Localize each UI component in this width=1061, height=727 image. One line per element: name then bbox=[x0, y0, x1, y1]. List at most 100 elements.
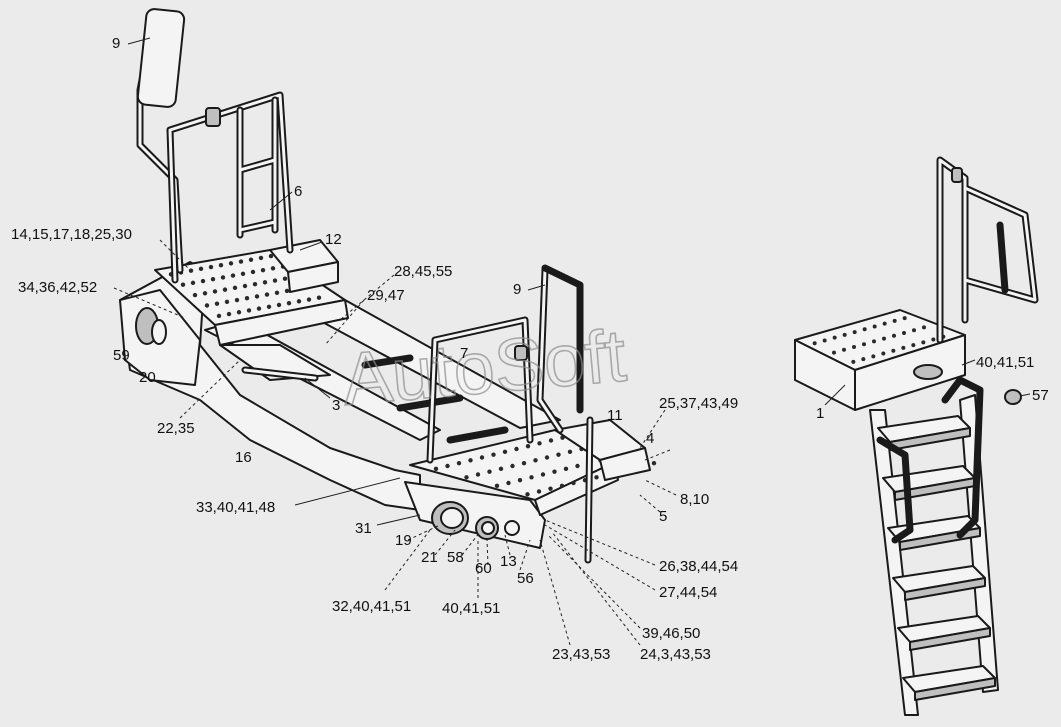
right-step-platform bbox=[409, 419, 657, 516]
perforation-hole bbox=[218, 263, 224, 268]
ladder-handrail bbox=[936, 156, 1039, 344]
callout-33-40-41-48: 33,40,41,48 bbox=[196, 499, 275, 516]
perforation-hole bbox=[502, 449, 508, 455]
callout-32-40-41-51: 32,40,41,51 bbox=[332, 598, 411, 615]
perforation-hole bbox=[931, 337, 936, 342]
perforation-hole bbox=[238, 259, 244, 264]
perforation-hole bbox=[529, 475, 534, 480]
slat-1 bbox=[361, 354, 414, 369]
perforation-hole bbox=[842, 332, 847, 337]
perforation-hole bbox=[548, 438, 554, 443]
perforation-hole bbox=[220, 275, 226, 280]
perforation-hole bbox=[479, 455, 485, 460]
perforation-hole bbox=[236, 310, 242, 315]
right-grab-handle-in bbox=[428, 318, 532, 462]
perforation-hole bbox=[544, 455, 550, 460]
callout-57: 57 bbox=[1032, 387, 1049, 404]
perforation-hole bbox=[264, 292, 270, 297]
perforation-hole bbox=[494, 483, 500, 489]
perforation-hole bbox=[316, 295, 322, 300]
perforation-hole bbox=[559, 483, 565, 489]
perforation-hole bbox=[242, 283, 248, 289]
perforation-hole bbox=[188, 268, 194, 273]
perforation-hole bbox=[180, 282, 186, 287]
ladder-handrail-inner bbox=[996, 221, 1009, 294]
callout-21: 21 bbox=[421, 549, 438, 566]
perforation-hole bbox=[525, 492, 530, 497]
perforation-hole bbox=[832, 350, 836, 355]
callout-9-right: 9 bbox=[513, 281, 521, 298]
perforation-hole bbox=[510, 463, 515, 469]
callout-28-45-55: 28,45,55 bbox=[394, 263, 452, 280]
perforation-hole bbox=[456, 460, 462, 466]
callout-27-44-54: 27,44,54 bbox=[659, 584, 717, 601]
perforation-hole bbox=[911, 343, 916, 348]
callout-34-36-42-52: 34,36,42,52 bbox=[18, 279, 97, 296]
perforation-hole bbox=[212, 289, 218, 294]
left-grab-handle-in bbox=[168, 93, 292, 282]
ladder-nut bbox=[1004, 389, 1022, 405]
callout-20: 20 bbox=[139, 369, 156, 386]
perforation-hole bbox=[260, 267, 266, 273]
perforation-hole bbox=[517, 477, 523, 483]
perforation-hole bbox=[506, 480, 511, 486]
perforation-hole bbox=[200, 278, 206, 284]
right-mirror-arm-in bbox=[538, 268, 562, 432]
callout-24-3-43-53: 24,3,43,53 bbox=[640, 646, 711, 663]
left-ladder-rail-in bbox=[238, 98, 277, 237]
right-handrail-group bbox=[426, 264, 594, 564]
callout-3: 3 bbox=[332, 397, 340, 414]
callout-16: 16 bbox=[235, 449, 252, 466]
perforation-hole bbox=[901, 345, 906, 350]
ladder-side-handle-left bbox=[876, 436, 914, 544]
callout-9-left: 9 bbox=[112, 35, 120, 52]
callout-14-15-17-18-25-30: 14,15,17,18,25,30 bbox=[11, 226, 132, 243]
perforation-hole bbox=[498, 466, 504, 472]
bumper-assembly bbox=[119, 261, 561, 549]
step-box-side bbox=[287, 261, 339, 293]
perforation-hole bbox=[433, 466, 439, 472]
perforation-hole bbox=[445, 463, 450, 469]
perforation-hole bbox=[208, 264, 214, 270]
callout-31: 31 bbox=[355, 520, 372, 537]
right-antenna-post-in bbox=[586, 418, 592, 562]
perforation-hole bbox=[514, 446, 519, 452]
callout-25-37-43-49: 25,37,43,49 bbox=[659, 395, 738, 412]
perforation-hole bbox=[192, 292, 198, 298]
perforation-hole bbox=[272, 278, 278, 283]
perforation-hole bbox=[892, 318, 897, 323]
perforation-hole bbox=[284, 288, 290, 294]
callout-4: 4 bbox=[646, 430, 654, 447]
perforation-hole bbox=[210, 277, 216, 282]
ladder-tread-edge bbox=[909, 627, 991, 651]
perforation-hole bbox=[536, 489, 542, 494]
callout-8-10: 8,10 bbox=[680, 491, 709, 508]
perforation-hole bbox=[556, 452, 561, 457]
perforation-hole bbox=[286, 300, 292, 306]
callout-60: 60 bbox=[475, 560, 492, 577]
perforation-hole bbox=[250, 269, 256, 275]
left-step-platform bbox=[154, 239, 349, 346]
perforation-hole bbox=[491, 452, 496, 457]
tie-rod-inner bbox=[243, 368, 317, 380]
left-rail-cap bbox=[205, 107, 221, 127]
perforation-hole bbox=[822, 338, 827, 343]
perforation-hole bbox=[540, 472, 546, 477]
perforation-hole bbox=[234, 297, 240, 303]
ladder-tread-edge bbox=[904, 577, 986, 601]
perforation-hole bbox=[832, 335, 837, 340]
perforation-hole bbox=[198, 266, 204, 272]
perforation-hole bbox=[468, 458, 473, 463]
callout-12: 12 bbox=[325, 231, 342, 248]
callout-58: 58 bbox=[447, 549, 464, 566]
callout-labels: 9 6 14,15,17,18,25,30 12 34,36,42,52 28,… bbox=[11, 35, 1049, 663]
perforation-hole bbox=[594, 475, 599, 480]
perforation-hole bbox=[214, 301, 220, 306]
perforation-hole bbox=[246, 308, 252, 313]
perforation-hole bbox=[190, 280, 196, 286]
perforation-hole bbox=[882, 321, 887, 326]
ladder-stile-right bbox=[959, 394, 999, 693]
callout-13: 13 bbox=[500, 553, 517, 570]
perforation-hole bbox=[852, 330, 857, 335]
